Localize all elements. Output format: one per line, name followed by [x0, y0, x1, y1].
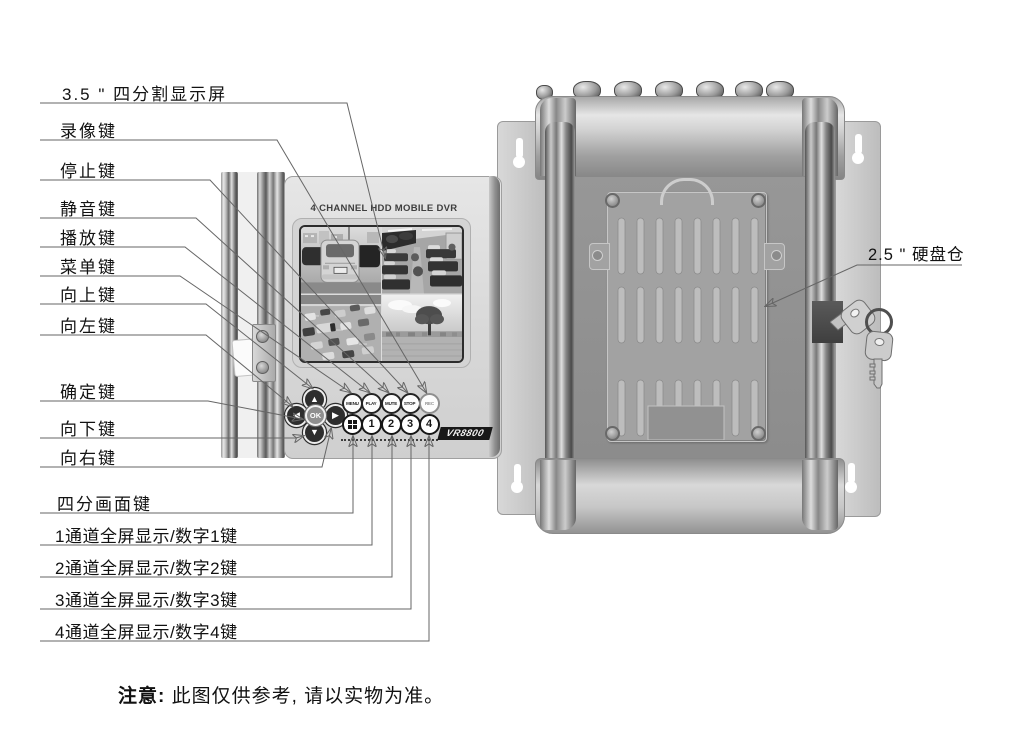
side-rail	[221, 172, 238, 458]
rear-bottom-rib	[802, 460, 838, 530]
stop-button: STOP	[399, 392, 421, 414]
model-badge: VR8800	[437, 427, 493, 440]
note-text: 此图仅供参考, 请以实物为准。	[165, 686, 445, 707]
mount-hook-hole	[852, 152, 864, 164]
tab-hole	[771, 250, 782, 261]
note: 注意: 此图仅供参考, 请以实物为准。	[118, 681, 444, 708]
mount-hook-slot	[516, 138, 523, 158]
quad-display-screen	[299, 225, 464, 363]
right-arrow-icon: ▶	[332, 410, 339, 420]
hdd-vent-slots	[617, 217, 759, 440]
down-arrow-icon: ▼	[310, 427, 319, 437]
rear-corner-column	[805, 122, 835, 460]
up-arrow-icon: ▲	[310, 394, 319, 404]
panel-screw	[751, 426, 766, 441]
label-menu-key: 菜单键	[60, 258, 117, 277]
key-icon	[830, 299, 894, 389]
panel-screw	[605, 193, 620, 208]
bracket-screw	[256, 361, 269, 374]
channel1-video	[301, 227, 381, 294]
label-left-key: 向左键	[60, 317, 117, 336]
mount-wing-left	[497, 121, 547, 515]
channel2-video	[382, 227, 462, 294]
rear-corner-column	[545, 122, 575, 460]
play-button: PLAY	[361, 392, 382, 414]
channel4-video	[382, 294, 462, 361]
front-panel-edge	[489, 176, 500, 457]
label-stop-key: 停止键	[60, 162, 117, 181]
dotted-separator	[341, 439, 438, 441]
label-channel3-key: 3通道全屏显示/数字3键	[55, 591, 238, 610]
vent-bottom-notch	[647, 405, 725, 440]
side-rail	[257, 172, 285, 458]
menu-button: MENU	[341, 392, 363, 414]
hdd-vent-panel	[607, 192, 767, 442]
channel4-button: 4	[418, 413, 440, 435]
mount-hook-hole	[845, 481, 857, 493]
label-down-key: 向下键	[60, 420, 117, 439]
rec-button: REC	[418, 392, 440, 414]
panel-screw	[605, 426, 620, 441]
mount-hook-hole	[511, 481, 523, 493]
left-arrow-icon: ◀	[293, 410, 300, 420]
tab-hole	[592, 250, 603, 261]
label-play-key: 播放键	[60, 229, 117, 248]
label-channel1-key: 1通道全屏显示/数字1键	[55, 527, 238, 546]
label-record-key: 录像键	[60, 122, 117, 141]
panel-title: 4 CHANNEL HDD MOBILE DVR	[310, 203, 458, 214]
label-mute-key: 静音键	[60, 200, 117, 219]
mount-hook-slot	[855, 134, 862, 154]
label-hdd-bay: 2.5 " 硬盘仓	[868, 246, 965, 264]
quad-screen-icon	[347, 419, 357, 429]
bracket-screw	[256, 330, 269, 343]
label-right-key: 向右键	[60, 449, 117, 468]
mount-hook-slot	[848, 463, 855, 483]
rear-bottom-cap	[535, 458, 845, 534]
mount-hook-hole	[513, 156, 525, 168]
label-ok-key: 确定键	[60, 383, 117, 402]
rear-bottom-rib	[540, 460, 576, 530]
label-channel2-key: 2通道全屏显示/数字2键	[55, 559, 238, 578]
label-channel4-key: 4通道全屏显示/数字4键	[55, 623, 238, 642]
label-up-key: 向上键	[60, 286, 117, 305]
label-quad-display-screen: 3.5 " 四分割显示屏	[62, 85, 228, 104]
channel3-button: 3	[399, 413, 421, 435]
mount-hook-slot	[514, 464, 521, 484]
quad-view-button	[341, 413, 363, 435]
channel2-button: 2	[380, 413, 402, 435]
panel-screw	[751, 193, 766, 208]
rear-top-cap	[535, 96, 845, 180]
channel3-video	[301, 294, 381, 361]
channel1-button: 1	[361, 413, 382, 435]
note-prefix: 注意:	[118, 686, 166, 707]
ok-button: OK	[305, 405, 326, 426]
label-quad-view-key: 四分画面键	[57, 495, 152, 514]
mute-button: MUTE	[380, 392, 402, 414]
